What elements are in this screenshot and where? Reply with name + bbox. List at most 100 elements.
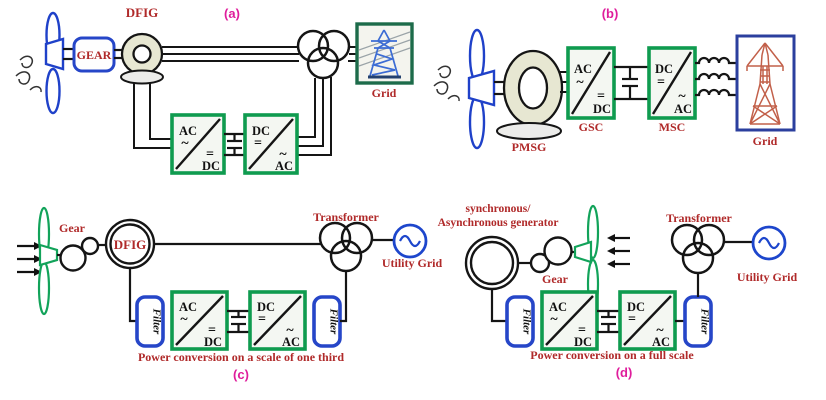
stator-wires [162,46,299,62]
svg-text:~: ~ [181,136,189,151]
svg-text:=: = [628,312,636,327]
svg-text:=: = [208,323,216,338]
panel-label: (b) [602,6,619,21]
svg-text:=: = [657,75,665,90]
grid-label: Grid [753,134,778,148]
svg-text:Filter: Filter [151,308,163,335]
grid-side-wire [340,271,348,323]
svg-text:~: ~ [576,75,584,90]
svg-text:DC: DC [627,300,645,314]
svg-text:AC: AC [179,124,197,138]
transmission-tower-icon [746,42,784,125]
panel-label: (d) [616,365,633,380]
gsc-label: GSC [579,120,604,134]
gear-icon [529,236,573,274]
gearbox-label: GEAR [77,48,112,62]
grid-image [735,34,796,132]
svg-text:~: ~ [286,323,294,338]
converter-dc-ac-box: DC = ~ AC [647,46,697,120]
dc-link-capacitor-icon [597,309,620,334]
rotor-wire [128,268,137,323]
transformer-label: Transformer [313,210,379,224]
dfig-generator-icon [120,32,164,85]
svg-text:=: = [597,89,605,104]
converter-dc-ac-box: DC = ~ AC [248,290,307,351]
dc-link-capacitor-icon [227,309,250,334]
filter-box: Filter [135,295,165,348]
transmission-tower-icon [369,29,399,77]
wind-turbine-icon [37,206,61,316]
svg-text:AC: AC [549,300,567,314]
converter-ac-dc-box: AC ~ = DC [566,46,616,120]
svg-text:Filter: Filter [328,308,340,335]
svg-text:~: ~ [678,89,686,104]
gear-label: Gear [542,272,569,286]
panel-c: Gear DFIG Filter AC ~ = DC [17,206,443,382]
svg-text:AC: AC [652,335,670,349]
svg-text:=: = [206,147,214,162]
utility-label: Utility Grid [382,256,443,270]
pmsg-generator-icon [496,49,564,140]
rotor-wires [133,77,332,156]
converter-ac-dc-box: AC ~ = DC [540,290,599,351]
caption: Power conversion on a scale of one third [138,350,344,364]
svg-text:DC: DC [204,335,222,349]
svg-text:DC: DC [257,300,275,314]
generator-label: PMSG [512,140,547,154]
generator-icon [464,235,520,291]
panel-b: (b) PMSG AC ~ = [433,6,796,154]
panel-d: synchronous/ Asynchronous generator Gear… [438,203,798,380]
grid-label: Grid [372,86,397,100]
svg-text:=: = [254,136,262,151]
generator-label: DFIG [126,5,159,20]
generator-label-line2: Asynchronous generator [438,217,559,229]
converter-dc-ac-box: DC = ~ AC [243,113,299,175]
svg-text:DC: DC [655,62,673,76]
transformer-icon [670,223,726,275]
wind-arrows-icon [607,234,630,268]
wind-arrows-icon [17,242,42,276]
panel-a: (a) GEAR DFIG [15,5,414,175]
converter-dc-ac-box: DC = ~ AC [618,290,677,351]
utility-grid-icon [751,225,787,261]
msc-label: MSC [659,120,686,134]
utility-label: Utility Grid [737,270,798,284]
utility-grid-icon [392,223,428,259]
svg-text:=: = [578,323,586,338]
transformer-icon [296,29,351,80]
svg-text:AC: AC [179,300,197,314]
panel-label: (a) [224,6,240,21]
wind-swirls-icon [15,55,42,93]
svg-text:AC: AC [674,102,692,116]
svg-text:Filter: Filter [521,308,533,335]
svg-text:DC: DC [202,159,220,173]
converter-ac-dc-box: AC ~ = DC [170,113,226,175]
caption: Power conversion on a full scale [530,348,694,362]
filter-box: Filter [505,295,535,348]
transformer-icon [318,221,374,273]
wind-swirls-icon [433,65,460,102]
svg-text:AC: AC [282,335,300,349]
generator-label-line1: synchronous/ [466,203,532,215]
panel-label: (c) [233,367,249,382]
svg-text:~: ~ [180,312,188,327]
transformer-label: Transformer [666,211,732,225]
dc-link-capacitor-icon [614,65,649,101]
wind-turbine-icon [467,28,504,150]
svg-text:DC: DC [252,124,270,138]
inductor-coils-icon [695,56,737,97]
svg-text:~: ~ [279,147,287,162]
filter-box: Filter [683,295,713,348]
svg-text:AC: AC [275,159,293,173]
gear-label: Gear [59,221,86,235]
svg-text:Filter: Filter [699,308,711,335]
generator-label: DFIG [114,237,147,252]
svg-text:~: ~ [656,323,664,338]
svg-text:AC: AC [574,62,592,76]
gear-icon [59,236,100,272]
gearbox: GEAR [72,36,116,73]
svg-text:~: ~ [550,312,558,327]
svg-text:DC: DC [593,102,611,116]
